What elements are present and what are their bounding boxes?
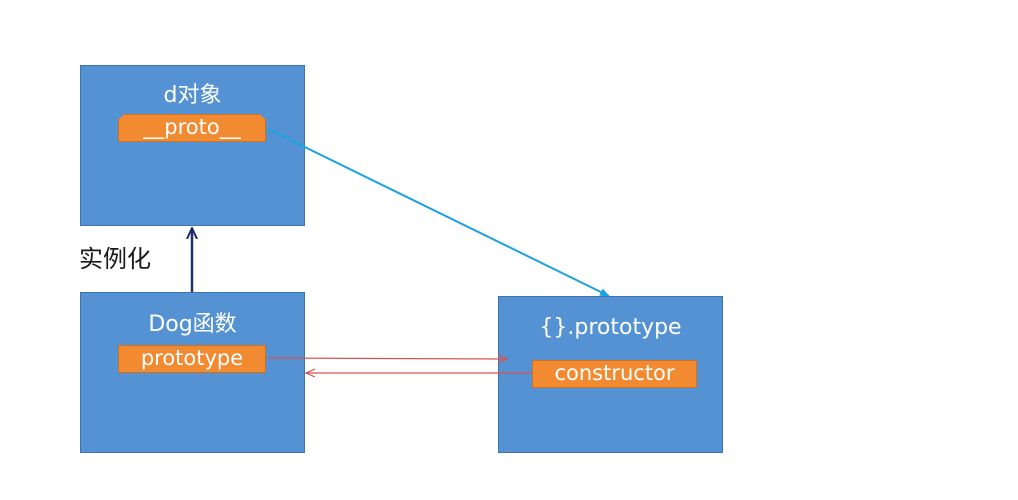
prototype-object-title: {}.prototype [539,315,682,340]
dog-function-title: Dog函数 [148,312,237,337]
constructor-slot: constructor [532,360,697,388]
dog-function-box: Dog函数 [80,292,305,453]
proto-link-arrow [267,128,610,297]
d-object-title: d对象 [163,83,222,108]
prototype-slot: prototype [118,345,266,373]
proto-slot: __proto__ [118,114,266,142]
instantiate-label: 实例化 [79,245,151,273]
d-object-box: d对象 [80,65,305,226]
